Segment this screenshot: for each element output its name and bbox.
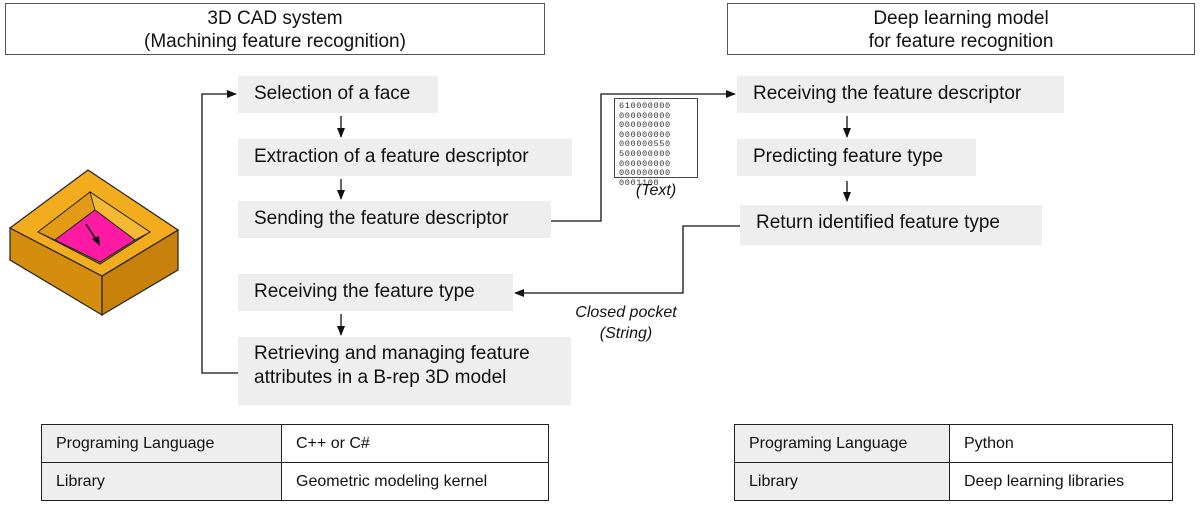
step-predicting-label: Predicting feature type [753, 146, 944, 167]
pointer-arrow-icon [92, 236, 100, 246]
step-selection-of-face: Selection of a face [238, 76, 438, 113]
arrow-return-to-cad [514, 225, 740, 297]
result-note-line1: Closed pocket [575, 304, 677, 321]
matrix-row: 0001100 [619, 177, 660, 188]
step-retrieving-line2: attributes in a B-rep 3D model [254, 367, 507, 388]
matrix-row: 000000550 [619, 139, 671, 150]
step-receiving-descriptor: Receiving the feature descriptor [737, 76, 1064, 113]
matrix-row: 000000000 [619, 158, 671, 169]
cad-library-value: Geometric modeling kernel [281, 462, 549, 501]
cad-header-line2: (Machining feature recognition) [144, 31, 406, 52]
dl-library-value: Deep learning libraries [949, 462, 1173, 501]
cad-language-value: C++ or C# [281, 424, 549, 463]
step-return-identified-type: Return identified feature type [740, 205, 1042, 245]
selected-face [54, 209, 136, 263]
dl-language-key: Programing Language [734, 424, 950, 463]
dl-language-value: Python [949, 424, 1173, 463]
step-sending-label: Sending the feature descriptor [254, 208, 509, 229]
table-row: Library Geometric modeling kernel [41, 462, 549, 501]
step-return-label: Return identified feature type [756, 212, 1000, 233]
result-note-line2: (String) [599, 325, 653, 342]
cad-system-header: 3D CAD system (Machining feature recogni… [5, 3, 545, 55]
result-note: Closed pocket (String) [556, 302, 696, 344]
step-selection-of-face-label: Selection of a face [254, 83, 411, 104]
matrix-row: 000000000 [619, 110, 671, 121]
table-row: Library Deep learning libraries [734, 462, 1173, 501]
table-row: Programing Language Python [734, 424, 1173, 463]
cad-library-key: Library [41, 462, 282, 501]
matrix-row: 000000000 [619, 129, 671, 140]
dl-info-table: Programing Language Python Library Deep … [734, 424, 1173, 501]
dl-header-line2: for feature recognition [868, 31, 1054, 52]
step-receiving-descriptor-label: Receiving the feature descriptor [753, 83, 1022, 104]
step-retrieving-attributes: Retrieving and managing feature attribut… [238, 337, 571, 405]
matrix-row: 000000000 [619, 120, 671, 131]
cad-info-table: Programing Language C++ or C# Library Ge… [41, 424, 549, 501]
matrix-row: 000000000 [619, 168, 671, 179]
cad-part-illustration [8, 169, 180, 317]
step-receiving-feature-type: Receiving the feature type [238, 274, 513, 311]
step-receiving-type-label: Receiving the feature type [254, 281, 475, 302]
cad-header-line1: 3D CAD system [207, 8, 343, 29]
step-extraction-of-descriptor: Extraction of a feature descriptor [238, 139, 572, 176]
step-extraction-label: Extraction of a feature descriptor [254, 146, 529, 167]
matrix-row: 610000000 [619, 101, 671, 111]
step-retrieving-line1: Retrieving and managing feature [254, 343, 530, 364]
matrix-caption: (Text) [635, 182, 677, 199]
arrow-send-to-dl [551, 90, 736, 222]
step-predicting-type: Predicting feature type [737, 139, 976, 176]
step-sending-descriptor: Sending the feature descriptor [238, 201, 551, 238]
dl-header-line1: Deep learning model [873, 8, 1049, 29]
matrix-row: 500000000 [619, 148, 671, 159]
table-row: Programing Language C++ or C# [41, 424, 549, 463]
dl-library-key: Library [734, 462, 950, 501]
cad-language-key: Programing Language [41, 424, 282, 463]
loop-arrow [201, 90, 238, 374]
dl-model-header: Deep learning model for feature recognit… [727, 3, 1195, 55]
